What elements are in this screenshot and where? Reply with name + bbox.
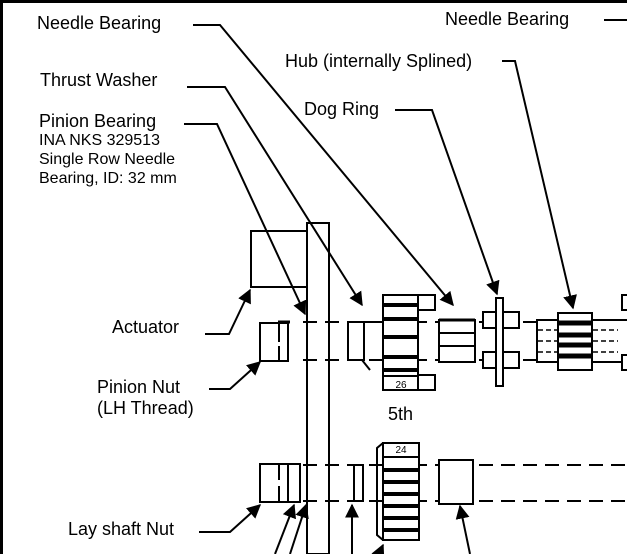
- needle-bearing-upper: [438, 319, 476, 363]
- label-actuator: Actuator: [112, 317, 180, 337]
- frame-border-top: [0, 0, 627, 3]
- leader-pinion-bearing: [184, 123, 307, 316]
- frame-border-left: [0, 0, 3, 554]
- lower-gear-teeth: 24: [395, 445, 407, 456]
- upper-gear: [382, 294, 419, 391]
- leader-dog-ring: [395, 109, 500, 296]
- leader-pinion-nut: [209, 361, 262, 390]
- label-lay-shaft-nut: Lay shaft Nut: [68, 519, 175, 539]
- pinion-nut: [259, 322, 289, 362]
- label-hub: Hub (internally Splined): [285, 51, 473, 71]
- label-pinion-bearing-type: Single Row Needle: [39, 151, 176, 168]
- leader-thrust-washer: [187, 86, 363, 307]
- lower-gear: [382, 442, 420, 541]
- label-pinion-bearing-part: INA NKS 329513: [39, 132, 160, 149]
- label-pinion-bearing: Pinion Bearing: [39, 111, 157, 131]
- label-needle-bearing-right: Needle Bearing: [445, 9, 570, 29]
- label-gear-5th: 5th: [388, 404, 414, 424]
- label-dog-ring: Dog Ring: [304, 99, 380, 119]
- upper-gear-teeth: 26: [395, 380, 407, 391]
- thrust-washer: [347, 321, 365, 361]
- lower-gear-chamfer: [376, 442, 384, 541]
- leader-hub: [502, 60, 577, 310]
- casing-plate: [306, 222, 330, 555]
- label-pinion-bearing-id: Bearing, ID: 32 mm: [39, 170, 177, 187]
- leader-lay-shaft-nut: [199, 504, 262, 533]
- label-pinion-nut-thread: (LH Thread): [97, 398, 194, 418]
- label-pinion-nut: Pinion Nut: [97, 377, 181, 397]
- label-thrust-washer: Thrust Washer: [40, 70, 158, 90]
- leader-needle-bearing-left: [193, 24, 454, 307]
- label-needle-bearing-left: Needle Bearing: [37, 13, 162, 33]
- leader-lower-b: [289, 503, 309, 555]
- leader-lower-d: [371, 543, 385, 559]
- dog-ring: [495, 297, 504, 387]
- leader-actuator: [205, 288, 251, 335]
- lower-bearing: [438, 459, 474, 505]
- lay-spacer: [353, 464, 364, 502]
- leader-lower-a: [274, 503, 296, 555]
- leader-lower-e: [455, 504, 471, 555]
